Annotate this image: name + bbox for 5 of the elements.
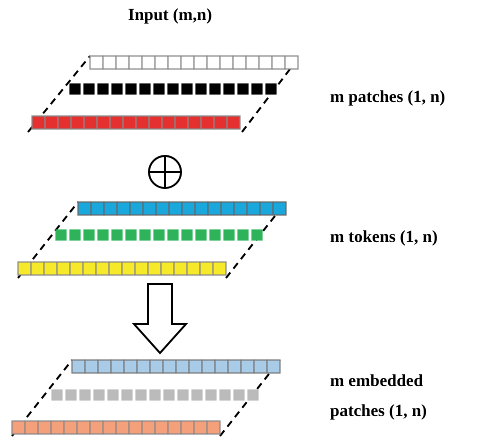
layer-label: m tokens (1, n) xyxy=(330,226,439,248)
title: Input (m,n) xyxy=(126,4,214,26)
layer-label: m embedded patches (1, n) xyxy=(330,370,428,422)
layer-label: m patches (1, n) xyxy=(330,86,446,108)
block-arrow xyxy=(130,282,190,354)
